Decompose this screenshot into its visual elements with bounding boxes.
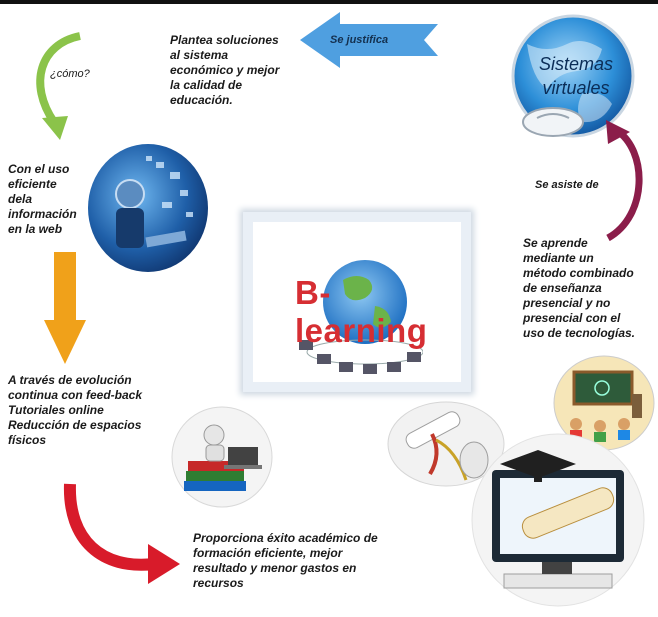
web-brain-image <box>88 144 208 272</box>
center-title: B-learning <box>295 274 428 349</box>
books-laptop-image <box>171 406 273 508</box>
center-panel: B-learning <box>243 212 471 392</box>
green-curved-arrow <box>36 32 81 140</box>
justifica-label: Se justifica <box>330 34 389 46</box>
se-aprende-text: Se aprende mediante un método combinado … <box>523 236 636 340</box>
proporciona-text: Proporciona éxito académico de formación… <box>193 531 378 590</box>
maroon-curved-arrow <box>606 120 643 242</box>
top-border <box>0 0 658 4</box>
red-curved-arrow <box>63 483 180 584</box>
como-label: ¿cómo? <box>50 68 90 80</box>
a-traves-text: A través de evolución continua con feed-… <box>8 373 143 447</box>
monitor-graduation-image <box>471 433 645 607</box>
orange-down-arrow <box>44 252 86 364</box>
justifica-arrow <box>300 12 438 68</box>
sistemas-virtuales-label: Sistemas virtuales <box>538 54 614 98</box>
classroom-image <box>553 355 655 451</box>
con-uso-text: Con el uso eficiente dela información en… <box>8 162 77 236</box>
center-globe-icon <box>299 260 423 374</box>
diploma-mouse-image <box>387 401 505 487</box>
se-asiste-label: Se asiste de <box>535 179 599 191</box>
sistemas-virtuales-globe <box>511 14 635 138</box>
plantea-text: Plantea soluciones al sistema económico … <box>170 33 280 107</box>
